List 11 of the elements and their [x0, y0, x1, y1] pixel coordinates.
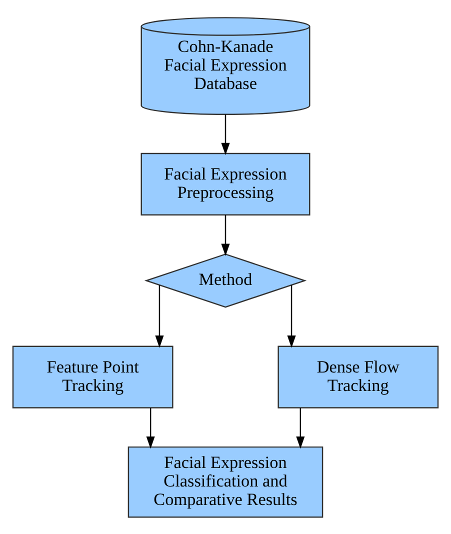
node-box: Dense Flow Tracking	[278, 345, 439, 408]
arrow	[146, 408, 155, 448]
arrow	[287, 284, 296, 348]
arrow	[296, 408, 305, 448]
node-diamond: Method	[144, 253, 307, 308]
arrow	[155, 284, 164, 348]
arrow	[221, 214, 230, 256]
arrow	[221, 114, 230, 155]
node-box: Feature Point Tracking	[12, 345, 174, 408]
node-box: Facial Expression Classification and Comparative Results	[128, 446, 324, 518]
node-box: Facial Expression Preprocessing	[140, 152, 310, 216]
